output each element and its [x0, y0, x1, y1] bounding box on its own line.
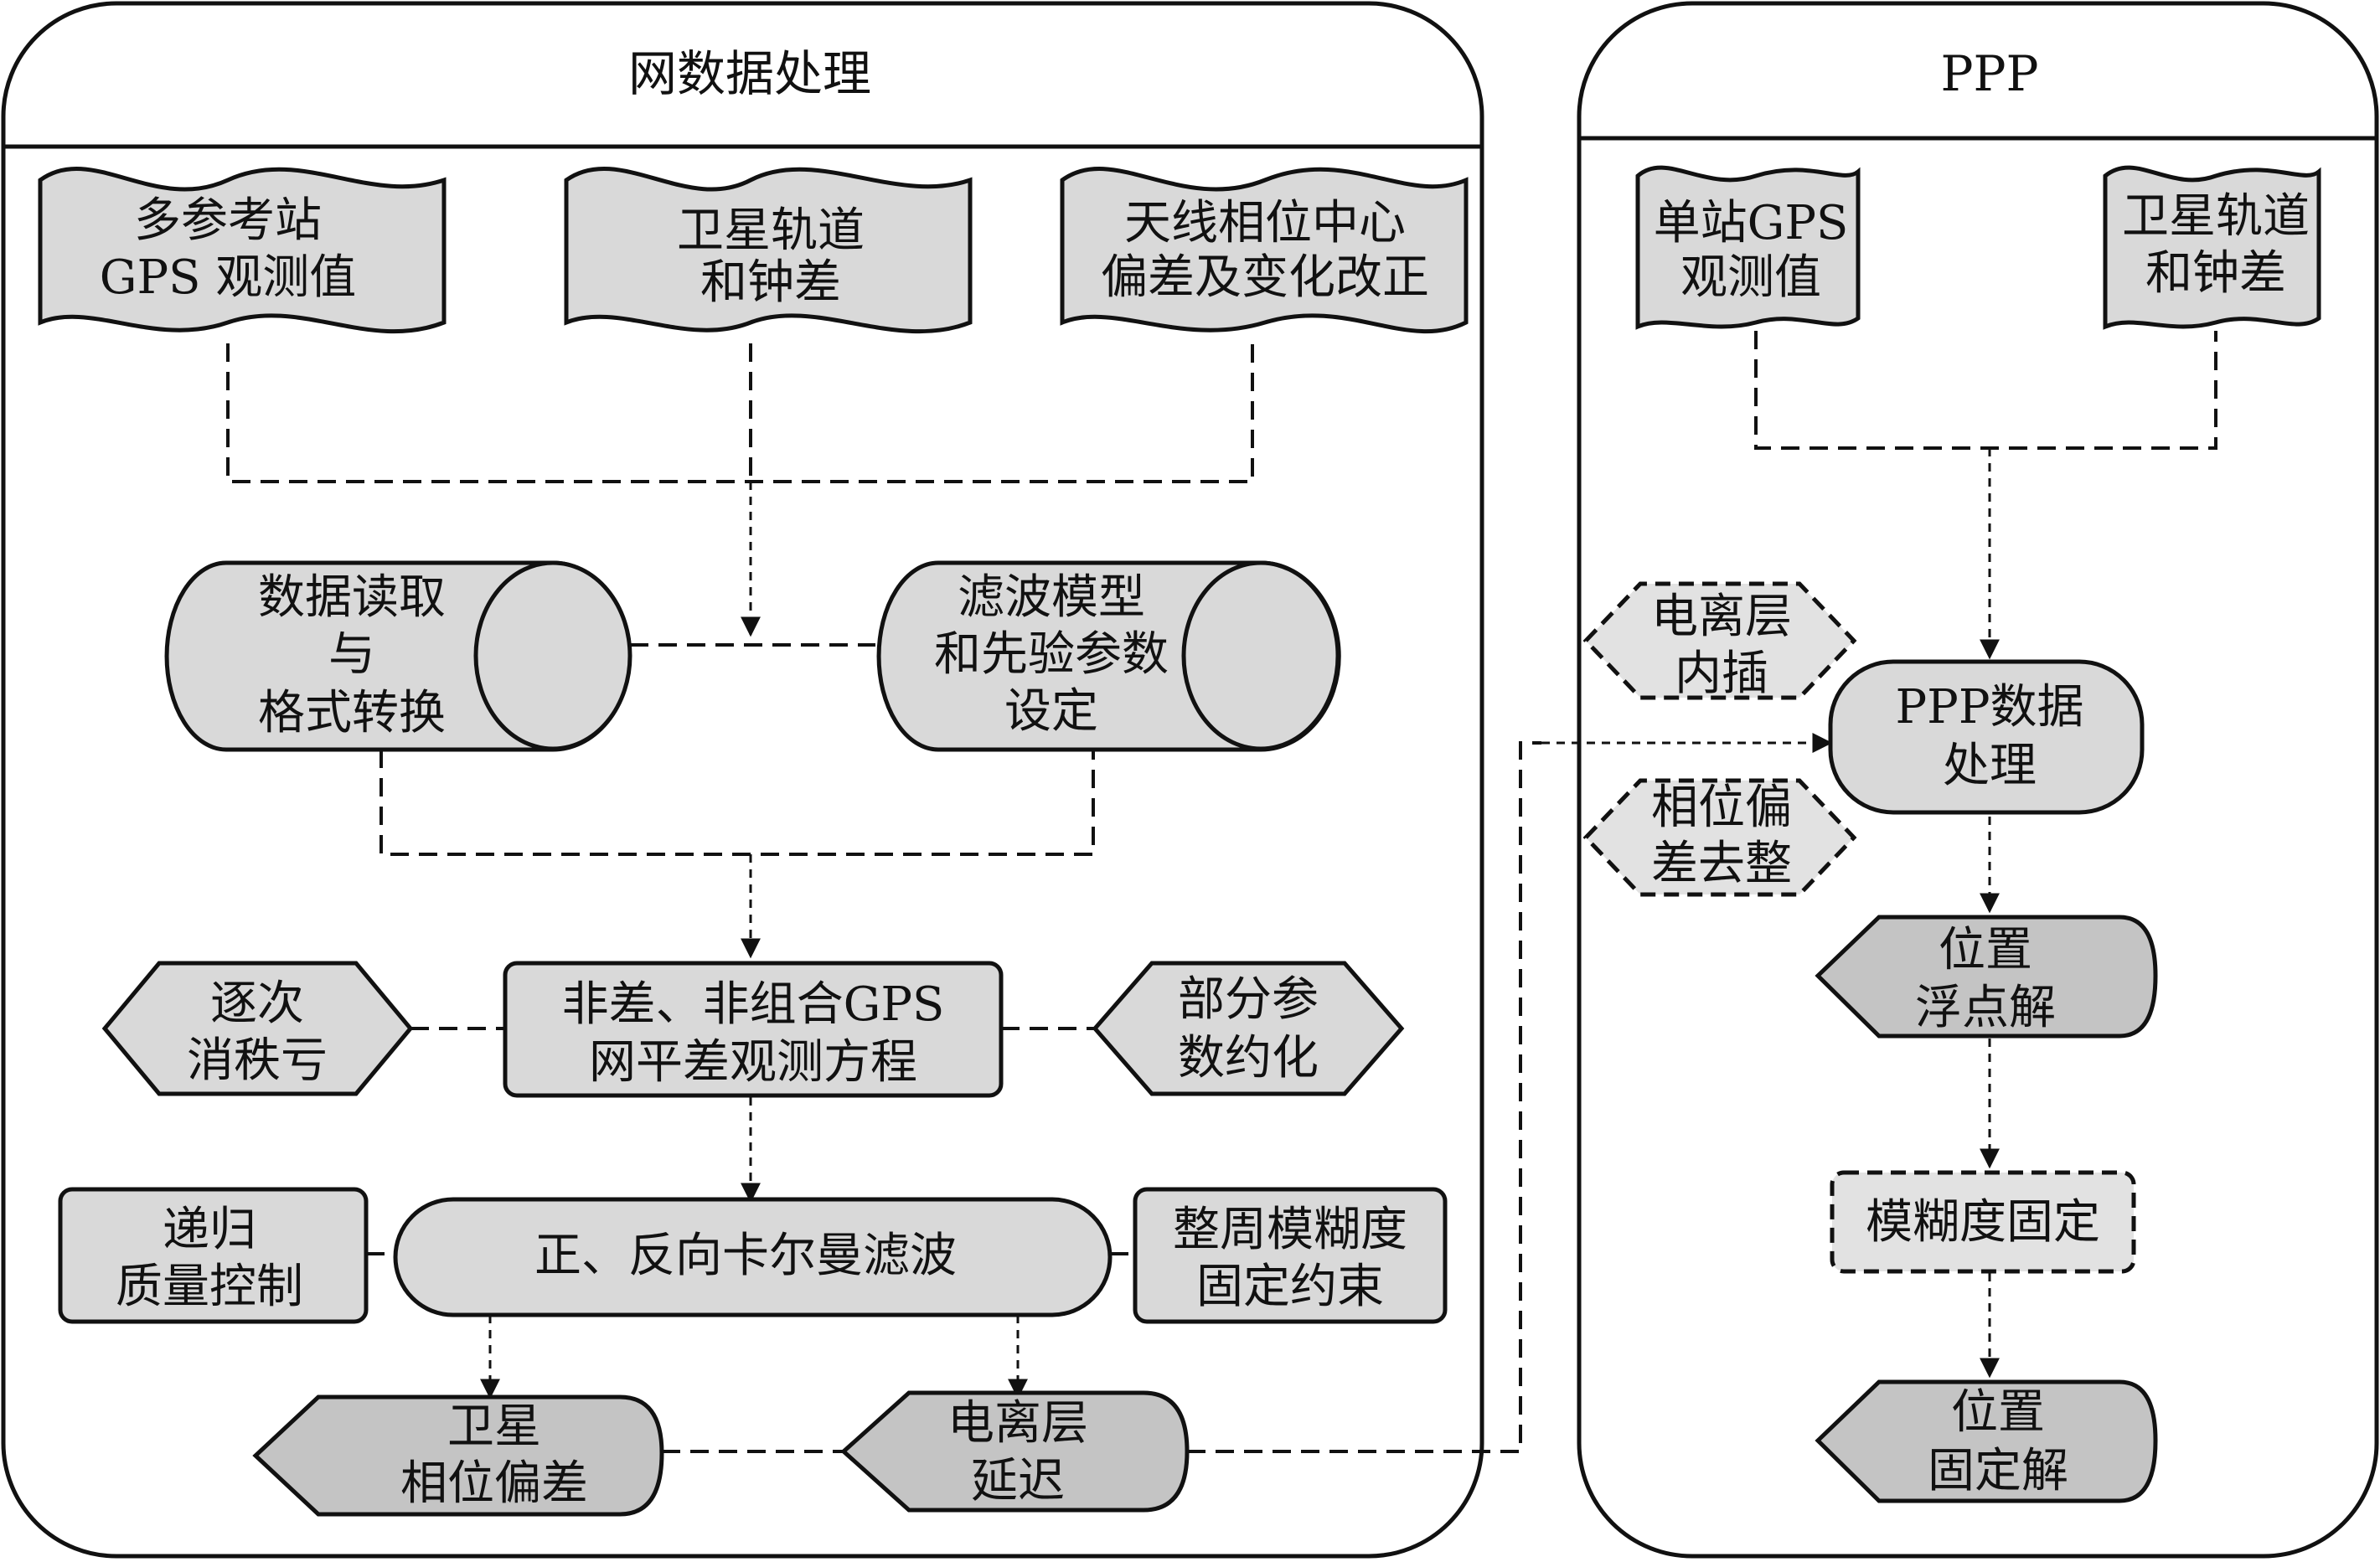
phase-bias-removal: 相位偏 差去整: [1582, 778, 1857, 897]
obs-equation: 非差、非组合GPS 网平差观测方程: [503, 961, 1004, 1098]
doc-shape: [1635, 165, 1861, 330]
svg-text:卫星轨道: 卫星轨道: [2122, 189, 2310, 244]
ambiguity-box: [1133, 1187, 1448, 1324]
ambiguity-fixing: 模糊度固定: [1830, 1170, 2136, 1274]
hexagon-shape: [1582, 581, 1857, 700]
setup-merge-line: [379, 750, 1095, 856]
svg-text:部分参: 部分参: [1178, 972, 1319, 1027]
svg-text:固定约束: 固定约束: [1196, 1260, 1384, 1314]
ppp-orbit-clock: 卫星轨道 和钟差: [2103, 165, 2321, 330]
svg-text:差去整: 差去整: [1651, 837, 1792, 891]
svg-text:位置: 位置: [1951, 1385, 2045, 1440]
doc-shape: [564, 167, 973, 334]
svg-text:和钟差: 和钟差: [2145, 246, 2286, 301]
svg-text:格式转换: 格式转换: [258, 686, 446, 740]
svg-text:和钟差: 和钟差: [700, 255, 841, 310]
ionosphere-delay: 电离层 延迟: [840, 1390, 1190, 1513]
svg-text:数约化: 数约化: [1178, 1031, 1319, 1085]
svg-text:卫星: 卫星: [447, 1400, 541, 1454]
svg-text:多参考站: 多参考站: [134, 193, 322, 248]
cross-panel-link: [1187, 741, 1541, 1453]
svg-text:偏差及变化改正: 偏差及变化改正: [1101, 250, 1429, 305]
svg-text:固定解: 固定解: [1928, 1444, 2068, 1498]
svg-text:数据读取: 数据读取: [258, 570, 446, 625]
doc-shape: [1060, 166, 1469, 334]
cylinder-end: [473, 560, 632, 751]
ppp-panel-title: PPP: [1940, 45, 2038, 102]
svg-text:模糊度固定: 模糊度固定: [1866, 1195, 2100, 1250]
network-orbit-clock: 卫星轨道 和钟差: [564, 167, 973, 334]
ppp-connectors: [1754, 331, 2217, 1379]
svg-text:非差、非组合GPS: 非差、非组合GPS: [562, 977, 945, 1032]
svg-text:整周模糊度: 整周模糊度: [1173, 1203, 1407, 1257]
hexagon-shape: [1092, 961, 1405, 1096]
svg-text:处理: 处理: [1943, 739, 2037, 793]
svg-text:质量控制: 质量控制: [116, 1260, 303, 1314]
ppp-input-merge-line: [1754, 331, 2217, 450]
partial-param-reduction: 部分参 数约化: [1092, 961, 1405, 1096]
svg-text:GPS 观测值: GPS 观测值: [100, 250, 357, 305]
display-shape: [1815, 915, 2158, 1039]
svg-text:与: 与: [328, 627, 375, 682]
svg-text:电离层: 电离层: [947, 1396, 1088, 1451]
svg-text:天线相位中心: 天线相位中心: [1124, 196, 1406, 250]
svg-text:消秩亏: 消秩亏: [187, 1034, 328, 1088]
svg-text:递归: 递归: [163, 1203, 256, 1257]
network-panel-title: 网数据处理: [628, 45, 871, 102]
svg-text:设定: 设定: [1004, 684, 1098, 739]
float-solution: 位置 浮点解: [1815, 915, 2158, 1039]
input-merge-line: [226, 343, 1254, 483]
ppp-data-processing: PPP数据 处理: [1828, 659, 2145, 815]
iono-interpolation: 电离层 内插: [1582, 581, 1857, 701]
svg-text:延迟: 延迟: [971, 1454, 1065, 1508]
antenna-pco: 天线相位中心 偏差及变化改正: [1060, 166, 1469, 334]
multi-station-obs: 多参考站 GPS 观测值: [38, 167, 447, 334]
display-shape: [1815, 1379, 2158, 1503]
rank-deficiency-elimination: 逐次 消秩亏: [101, 961, 414, 1096]
svg-text:网平差观测方程: 网平差观测方程: [589, 1035, 917, 1090]
qc-box: [58, 1187, 369, 1324]
kalman-shape: [393, 1197, 1113, 1317]
filter-model-setup: 滤波模型 和先验参数 设定: [876, 560, 1341, 752]
svg-text:电离层: 电离层: [1651, 590, 1792, 644]
hexagon-shape: [1582, 778, 1857, 897]
svg-text:相位偏: 相位偏: [1651, 781, 1792, 835]
doc-shape: [2103, 165, 2321, 330]
ppp-box: [1828, 659, 2145, 815]
svg-text:内插: 内插: [1675, 647, 1768, 701]
network-connectors: [226, 343, 1254, 1453]
ambiguity-fix-constraint: 整周模糊度 固定约束: [1133, 1187, 1448, 1324]
kalman-filter: 正、反向卡尔曼滤波: [393, 1197, 1113, 1317]
network-panel-frame: [1, 1, 1484, 1559]
recursive-qc: 递归 质量控制: [58, 1187, 369, 1324]
hexagon-shape: [101, 961, 414, 1096]
display-shape: [252, 1394, 664, 1517]
data-read-convert: 数据读取 与 格式转换: [164, 560, 632, 752]
satellite-phase-bias: 卫星 相位偏差: [252, 1394, 664, 1517]
network-panel: 网数据处理: [1, 1, 1484, 1559]
single-station-obs: 单站GPS 观测值: [1635, 165, 1861, 330]
svg-text:浮点解: 浮点解: [1915, 981, 2056, 1035]
svg-text:单站GPS: 单站GPS: [1654, 196, 1849, 250]
svg-text:滤波模型: 滤波模型: [958, 570, 1145, 625]
svg-text:正、反向卡尔曼滤波: 正、反向卡尔曼滤波: [534, 1229, 957, 1283]
ambiguity-fixing-box: [1830, 1170, 2136, 1274]
doc-shape: [38, 167, 447, 334]
svg-text:观测值: 观测值: [1680, 250, 1821, 305]
display-shape: [840, 1390, 1190, 1513]
equation-box: [503, 961, 1004, 1098]
svg-text:PPP数据: PPP数据: [1895, 680, 2083, 735]
svg-text:逐次: 逐次: [210, 977, 304, 1031]
fixed-solution: 位置 固定解: [1815, 1379, 2158, 1503]
cylinder-end: [1181, 560, 1340, 751]
svg-text:和先验参数: 和先验参数: [934, 627, 1169, 682]
svg-text:相位偏差: 相位偏差: [400, 1456, 588, 1511]
svg-text:位置: 位置: [1939, 923, 2032, 977]
svg-text:卫星轨道: 卫星轨道: [677, 204, 865, 258]
